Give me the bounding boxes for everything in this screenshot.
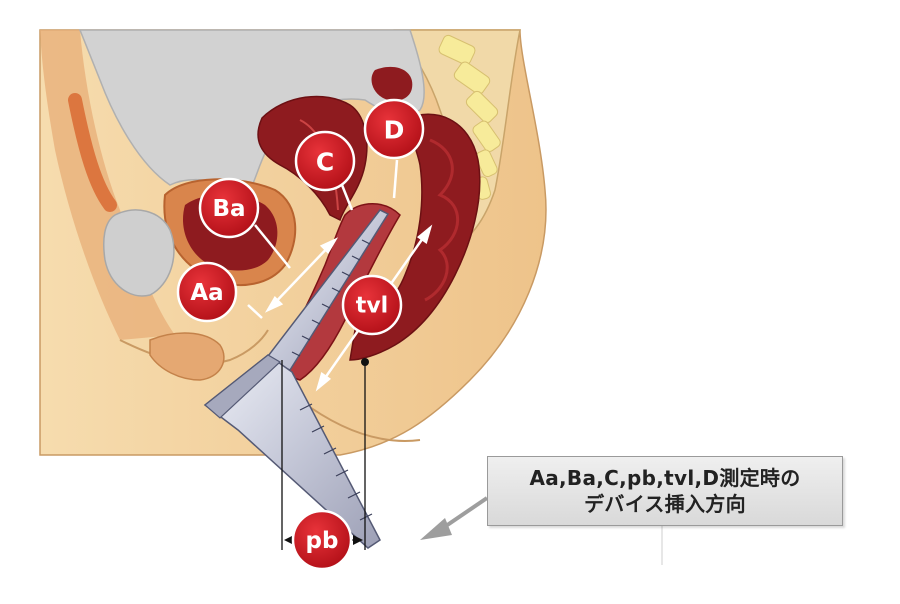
callout-line-2: デバイス挿入方向 bbox=[584, 492, 746, 516]
label-c: C bbox=[294, 130, 356, 192]
rectum-folds bbox=[424, 138, 460, 302]
callout-box: Aa,Ba,C,pb,tvl,D測定時の デバイス挿入方向 bbox=[487, 456, 843, 526]
vertebrae bbox=[438, 34, 501, 200]
label-pb-text: pb bbox=[306, 528, 339, 554]
label-d-text: D bbox=[384, 116, 405, 145]
label-d: D bbox=[363, 98, 425, 160]
label-ba: Ba bbox=[198, 177, 260, 239]
label-ba-text: Ba bbox=[212, 196, 245, 222]
pb-arrow-right bbox=[353, 535, 363, 545]
direction-arrow bbox=[420, 496, 489, 540]
callout-line-1: Aa,Ba,C,pb,tvl,D測定時の bbox=[529, 466, 801, 490]
label-aa-text: Aa bbox=[190, 280, 223, 306]
label-pb: pb bbox=[291, 509, 353, 571]
label-tvl-text: tvl bbox=[356, 294, 388, 319]
device-scale-ticks bbox=[291, 239, 373, 521]
cervix bbox=[371, 66, 413, 101]
pb-arrow-left bbox=[284, 535, 294, 545]
pb-point bbox=[361, 358, 369, 366]
label-aa: Aa bbox=[176, 261, 238, 323]
device-handle-body bbox=[204, 354, 281, 419]
label-tvl: tvl bbox=[341, 274, 403, 336]
rectum bbox=[349, 113, 481, 361]
abdominal-muscle-band bbox=[68, 93, 117, 212]
label-c-text: C bbox=[316, 148, 334, 177]
measurement-device bbox=[203, 209, 390, 549]
pubic-bone bbox=[103, 209, 175, 297]
labia bbox=[149, 332, 225, 381]
